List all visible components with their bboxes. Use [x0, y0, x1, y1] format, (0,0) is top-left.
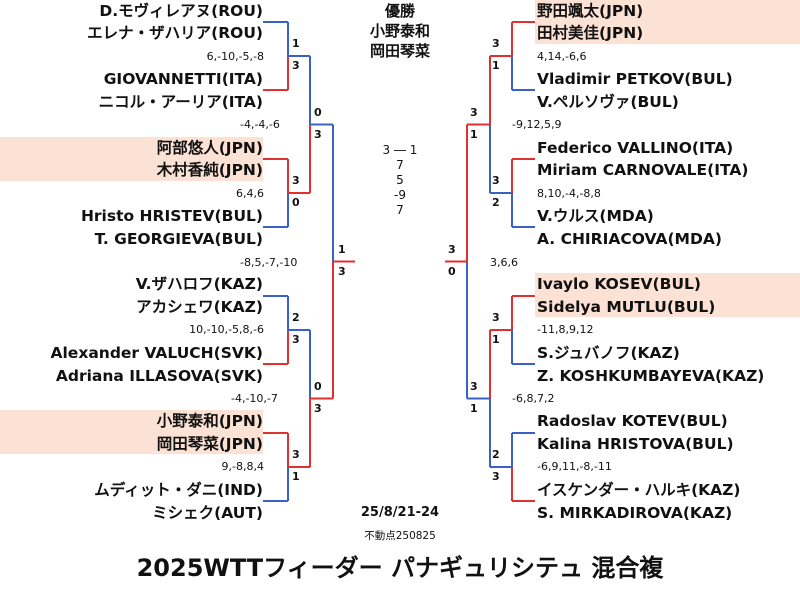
left-player-11: Alexander VALUCH(SVK) — [50, 344, 264, 362]
right-sf-score: 3,6,6 — [490, 256, 518, 269]
right-player-6: Miriam CARNOVALE(ITA) — [537, 161, 749, 179]
left-r1-result-2b: 0 — [292, 196, 300, 209]
left-r1-result-3a: 2 — [292, 311, 300, 324]
champion-player-1: 小野泰和 — [369, 22, 430, 40]
left-player-5: 阿部悠人(JPN) — [156, 139, 263, 157]
right-r2-result-2b: 1 — [470, 402, 478, 415]
final-game-2: 5 — [396, 173, 404, 187]
right-r1-score-4: -6,9,11,-8,-11 — [537, 460, 612, 473]
event-date: 25/8/21-24 — [360, 505, 440, 520]
left-player-16: ミシェク(AUT) — [152, 504, 263, 522]
left-player-14: 岡田琴菜(JPN) — [156, 435, 263, 453]
left-player-8: T. GEORGIEVA(BUL) — [94, 230, 263, 248]
champion-label: 優勝 — [384, 2, 415, 20]
right-sf-result-a: 3 — [448, 243, 456, 256]
right-r2-score-2: -6,8,7,2 — [512, 392, 555, 405]
right-player-11: S.ジュバノフ(KAZ) — [537, 344, 680, 362]
left-r2-result-2b: 3 — [314, 402, 322, 415]
left-highlight-pair-7 — [0, 410, 263, 454]
right-r1-score-2: 8,10,-4,-8,8 — [537, 187, 601, 200]
left-r2-result-1b: 3 — [314, 128, 322, 141]
author-credit: 不動点250825 — [364, 530, 436, 542]
right-player-2: 田村美佳(JPN) — [537, 24, 644, 42]
left-highlight-pair-2 — [0, 137, 263, 181]
right-player-14: Kalina HRISTOVA(BUL) — [537, 435, 734, 453]
left-r1-score-4: 9,-8,8,4 — [221, 460, 264, 473]
left-player-3: GIOVANNETTI(ITA) — [103, 70, 263, 88]
right-r1-result-3b: 1 — [492, 333, 500, 346]
page-title: 2025WTTフィーダー パナギュリシテュ 混合複 — [136, 554, 664, 582]
left-r2-result-1a: 0 — [314, 106, 322, 119]
left-r1-score-2: 6,4,6 — [236, 187, 264, 200]
right-r1-result-3a: 3 — [492, 311, 500, 324]
left-player-9: V.ザハロフ(KAZ) — [135, 275, 263, 293]
right-player-7: V.ウルス(MDA) — [537, 207, 654, 225]
right-player-16: S. MIRKADIROVA(KAZ) — [537, 504, 733, 522]
right-player-1: 野田颯太(JPN) — [537, 2, 644, 20]
left-sf-result-a: 1 — [338, 243, 346, 256]
left-sf-score: -8,5,-7,-10 — [240, 256, 298, 269]
right-player-12: Z. KOSHKUMBAYEVA(KAZ) — [537, 367, 765, 385]
left-r1-result-4a: 3 — [292, 448, 300, 461]
right-r1-result-1b: 1 — [492, 59, 500, 72]
final-set-score: 3 ― 1 — [382, 143, 418, 157]
right-player-5: Federico VALLINO(ITA) — [537, 139, 734, 157]
champion-header: 優勝 小野泰和 岡田琴菜 — [340, 1, 460, 61]
right-r2-score-1: -9,12,5,9 — [512, 118, 562, 131]
right-highlight-pair-1 — [535, 0, 800, 44]
right-player-3: Vladimir PETKOV(BUL) — [537, 70, 733, 88]
left-r2-score-2: -4,-10,-7 — [231, 392, 278, 405]
final-score: 3 ― 1 7 5 -9 7 — [360, 143, 440, 218]
final-game-1: 7 — [396, 158, 404, 172]
left-player-13: 小野泰和(JPN) — [156, 412, 263, 430]
left-r1-result-1a: 1 — [292, 37, 300, 50]
right-r1-result-1a: 3 — [492, 37, 500, 50]
right-player-10: Sidelya MUTLU(BUL) — [537, 298, 716, 316]
right-player-9: Ivaylo KOSEV(BUL) — [537, 275, 701, 293]
left-r2-result-2a: 0 — [314, 380, 322, 393]
left-player-15: ムディット・ダニ(IND) — [94, 481, 263, 499]
left-r1-result-2a: 3 — [292, 174, 300, 187]
right-r1-score-3: -11,8,9,12 — [537, 323, 594, 336]
left-player-7: Hristo HRISTEV(BUL) — [80, 207, 263, 225]
left-sf-result-b: 3 — [338, 265, 346, 278]
right-r2-result-2a: 3 — [470, 380, 478, 393]
right-r1-result-4a: 2 — [492, 448, 500, 461]
right-sf-result-b: 0 — [448, 265, 456, 278]
right-r2-result-1b: 1 — [470, 128, 478, 141]
right-player-8: A. CHIRIACOVA(MDA) — [537, 230, 722, 248]
right-player-15: イスケンダー・ハルキ(KAZ) — [537, 481, 741, 499]
right-player-13: Radoslav KOTEV(BUL) — [537, 412, 728, 430]
final-game-3: -9 — [394, 188, 406, 202]
right-player-4: V.ペルソヴァ(BUL) — [537, 93, 679, 111]
champion-player-2: 岡田琴菜 — [369, 42, 430, 60]
right-r1-result-2b: 2 — [492, 196, 500, 209]
left-r2-score-1: -4,-4,-6 — [240, 118, 280, 131]
right-r2-result-1a: 3 — [470, 106, 478, 119]
left-player-4: ニコル・アーリア(ITA) — [98, 93, 263, 111]
left-r1-result-1b: 3 — [292, 59, 300, 72]
right-r1-result-2a: 3 — [492, 174, 500, 187]
left-r1-result-4b: 1 — [292, 470, 300, 483]
left-r1-score-1: 6,-10,-5,-8 — [206, 50, 264, 63]
left-player-10: アカシェワ(KAZ) — [136, 298, 263, 316]
left-player-12: Adriana ILLASOVA(SVK) — [55, 367, 263, 385]
left-r1-result-3b: 3 — [292, 333, 300, 346]
right-highlight-pair-5 — [535, 273, 800, 317]
left-player-6: 木村香純(JPN) — [156, 161, 263, 179]
left-r1-score-3: 10,-10,-5,8,-6 — [189, 323, 264, 336]
final-game-4: 7 — [396, 203, 404, 217]
left-player-2: エレナ・ザハリア(ROU) — [87, 24, 263, 42]
right-r1-score-1: 4,14,-6,6 — [537, 50, 587, 63]
right-r1-result-4b: 3 — [492, 470, 500, 483]
left-player-1: D.モヴィレアヌ(ROU) — [99, 2, 263, 20]
